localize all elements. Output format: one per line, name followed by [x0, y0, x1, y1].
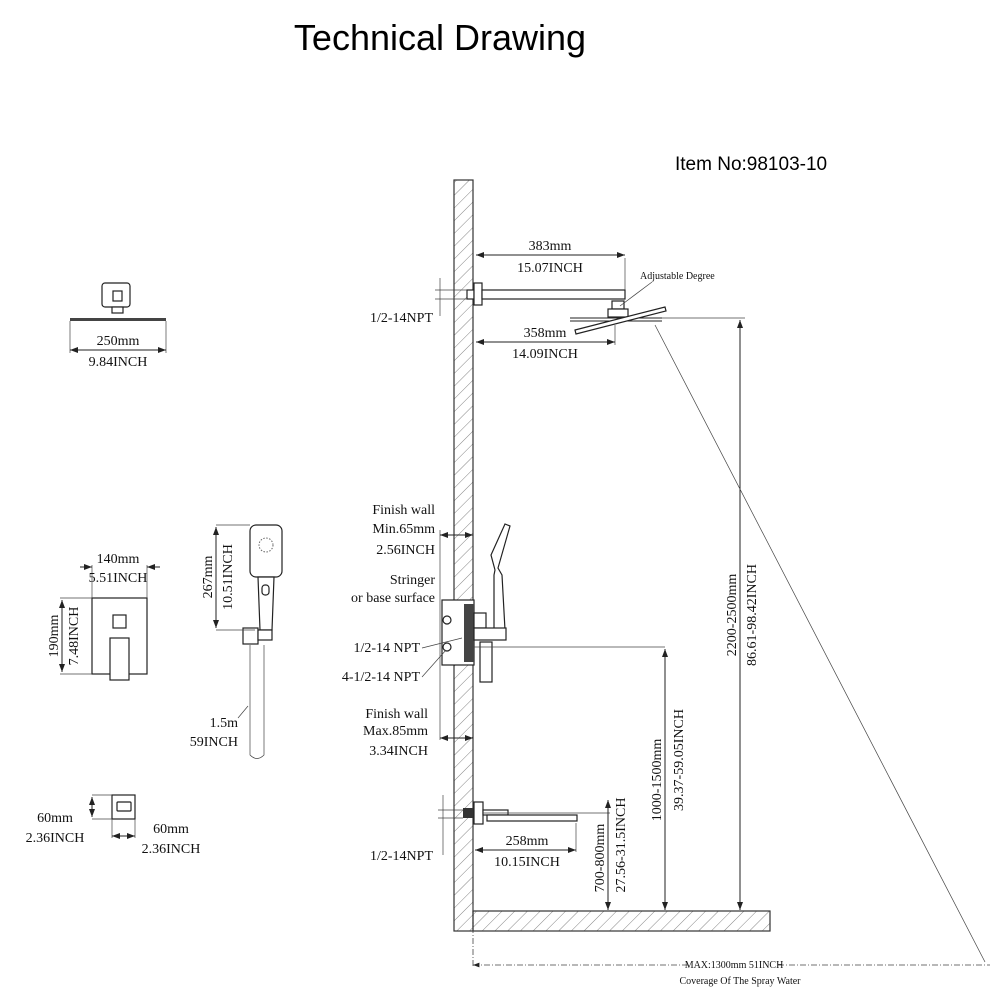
valve-4npt-label: 4-1/2-14 NPT: [342, 670, 421, 685]
finish-wall-max-mm: Max.85mm: [363, 724, 428, 739]
spout-npt-label: 1/2-14NPT: [370, 849, 433, 864]
trim-width-in: 5.51INCH: [89, 571, 148, 586]
spout-height-mm: 700-800mm: [593, 824, 608, 893]
holder-height-in: 2.36INCH: [26, 831, 85, 846]
finish-wall-min-in: 2.56INCH: [376, 543, 435, 558]
spout-length-in: 10.15INCH: [494, 855, 560, 870]
holder-height-mm: 60mm: [37, 811, 73, 826]
arm-reach-mm: 358mm: [524, 326, 567, 341]
hand-shower: [242, 524, 283, 759]
stringer-label: Stringer: [390, 573, 435, 588]
spout-height-in: 27.56-31.5INCH: [614, 798, 629, 893]
hose-length-m: 1.5m: [210, 716, 239, 731]
shower-head-top-view: [70, 282, 166, 321]
spray-line: [654, 324, 986, 963]
hand-shower-length-in: 10.51INCH: [221, 544, 236, 610]
wall: [453, 179, 474, 932]
item-number: Item No:98103-10: [675, 154, 827, 175]
valve-trim-front-view: [91, 597, 148, 681]
arm-length-in: 15.07INCH: [517, 261, 583, 276]
finish-wall-max-label: Finish wall: [365, 707, 428, 722]
finish-wall-max-in: 3.34INCH: [369, 744, 428, 759]
arm-length-mm: 383mm: [529, 239, 572, 254]
page-title: Technical Drawing: [294, 17, 586, 58]
finish-wall-min-mm: Min.65mm: [372, 522, 435, 537]
mixing-valve: [441, 523, 511, 683]
adjustable-degree-label: Adjustable Degree: [640, 271, 715, 282]
finish-wall-min-label: Finish wall: [372, 503, 435, 518]
hand-shower-length-mm: 267mm: [201, 556, 216, 599]
shower-arm: [466, 282, 667, 335]
trim-width-mm: 140mm: [97, 552, 140, 567]
base-surface-label: or base surface: [351, 591, 435, 606]
valve-height-mm: 1000-1500mm: [650, 739, 665, 822]
spout-length-mm: 258mm: [506, 834, 549, 849]
floor: [472, 910, 771, 932]
holder-width-mm: 60mm: [153, 822, 189, 837]
head-width-in: 9.84INCH: [89, 355, 148, 370]
arm-npt-label: 1/2-14NPT: [370, 311, 433, 326]
trim-height-in: 7.48INCH: [67, 607, 82, 666]
coverage-label: Coverage Of The Spray Water: [679, 976, 801, 987]
head-height-mm: 2200-2500mm: [725, 574, 740, 657]
hose-holder: [111, 794, 136, 820]
arm-reach-in: 14.09INCH: [512, 347, 578, 362]
head-height-in: 86.61-98.42INCH: [745, 564, 760, 666]
hose-length-in: 59INCH: [190, 735, 238, 750]
head-width-mm: 250mm: [97, 334, 140, 349]
valve-height-in: 39.37-59.05INCH: [672, 709, 687, 811]
trim-height-mm: 190mm: [47, 615, 62, 658]
tub-spout: [463, 801, 578, 825]
holder-width-in: 2.36INCH: [142, 842, 201, 857]
coverage-max: MAX:1300mm 51INCH: [685, 960, 784, 971]
valve-npt-label: 1/2-14 NPT: [354, 641, 421, 656]
